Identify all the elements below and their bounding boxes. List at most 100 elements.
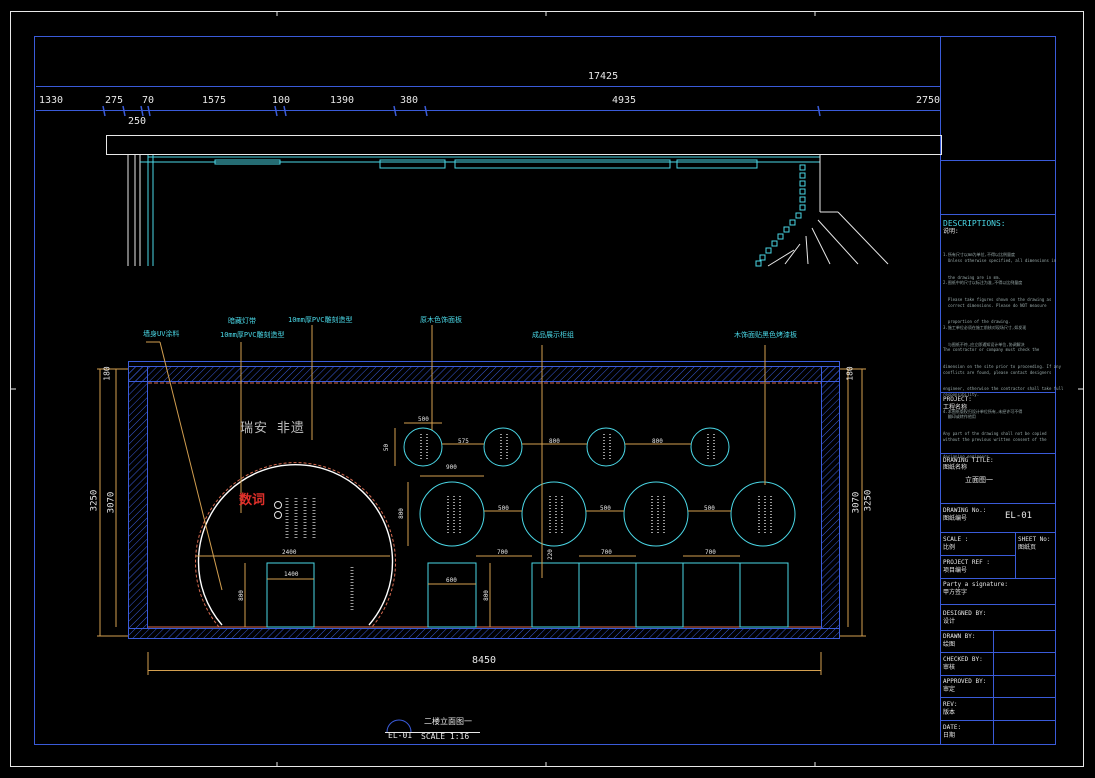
large-circle-row	[419, 481, 796, 547]
approved-sub: 审定	[943, 686, 956, 693]
dim-top-band-right: 180	[845, 366, 855, 381]
dim-seg-3: 70	[142, 95, 155, 106]
scale-label: SCALE :	[943, 536, 969, 543]
drawing-title-value: 图纸名称	[943, 464, 968, 471]
dim-height-outer-left: 3250	[89, 489, 100, 512]
small-circle-row	[403, 427, 730, 467]
dim-500-mid2: 500	[600, 505, 611, 512]
date-sub: 日期	[943, 732, 956, 739]
party-sub: 甲方签字	[943, 589, 968, 596]
drawing-no-label: DRAWING No.:	[943, 507, 987, 514]
dim-500-mid3: 500	[704, 505, 715, 512]
drawing-no-value: EL-01	[1005, 511, 1033, 521]
callout-1: 墙身UV涂料	[143, 330, 180, 338]
arch-circle	[195, 462, 396, 628]
dim-600: 600	[446, 577, 457, 584]
view-tag-label: EL-01	[388, 731, 413, 740]
dim-220: 220	[546, 549, 554, 560]
dim-height-outer-right: 3250	[863, 489, 874, 512]
leader-lines	[146, 325, 766, 591]
dim-seg-9: 2750	[916, 95, 941, 106]
top-dimension-ticks	[102, 105, 821, 117]
drawn-sub: 绘图	[943, 641, 956, 648]
dim-2400: 2400	[282, 549, 297, 556]
checked-label: CHECKED BY:	[943, 656, 983, 663]
cabinet-dims	[267, 555, 740, 627]
large-circle-text	[447, 496, 772, 534]
sheet-sub: 图纸页	[1018, 544, 1037, 551]
desc-header: DESCRIPTIONS:	[943, 219, 1006, 228]
top-dimension-lines	[36, 86, 940, 111]
bottom-dimension	[147, 652, 822, 675]
dim-800b: 800	[652, 438, 663, 445]
view-tag	[385, 719, 480, 733]
title-block-frame	[940, 36, 1056, 745]
small-circle-text	[420, 434, 715, 460]
dim-seg-7: 380	[400, 95, 419, 106]
drawn-label: DRAWN BY:	[943, 633, 976, 640]
dim-seg-5: 100	[272, 95, 291, 106]
dim-total: 17425	[588, 71, 619, 82]
circle-title-text: 数词	[239, 493, 266, 508]
dim-seg-1: 1330	[39, 95, 64, 106]
dim-seg-4: 1575	[202, 95, 227, 106]
elevation-walls	[128, 361, 840, 639]
desc-sub: 说明:	[943, 228, 959, 235]
party-label: Party a signature:	[943, 581, 1009, 588]
callout-4: 10mm厚PVC雕刻造型	[288, 316, 353, 324]
dim-800-v2: 800	[482, 590, 490, 601]
dim-seg-6: 1390	[330, 95, 355, 106]
dim-seg-8: 4935	[612, 95, 637, 106]
dim-700a: 700	[497, 549, 508, 556]
project-value: 工程名称	[943, 404, 968, 411]
dim-800-v: 800	[237, 590, 245, 601]
dim-top-band-left: 180	[102, 366, 112, 381]
dim-seg-2: 275	[105, 95, 124, 106]
dim-575: 575	[458, 438, 469, 445]
view-title: 二楼立面图一	[424, 717, 472, 726]
rev-label: REV:	[943, 701, 958, 708]
project-ref-label: PROJECT REF :	[943, 559, 990, 566]
approved-label: APPROVED BY:	[943, 678, 987, 685]
dim-height-inner-left: 3070	[106, 491, 117, 514]
dim-500-mid1: 500	[498, 505, 509, 512]
callout-3: 10mm厚PVC雕刻造型	[220, 331, 285, 339]
large-circle-dims	[407, 475, 731, 546]
checked-sub: 审核	[943, 664, 956, 671]
dim-700b: 700	[601, 549, 612, 556]
drawing-no-sub: 图纸编号	[943, 515, 968, 522]
callout-7: 木饰面贴黑色烤漆板	[734, 331, 797, 339]
view-scale: SCALE 1:16	[421, 732, 470, 741]
dim-bottom-total: 8450	[472, 655, 497, 666]
drawing-title-label: DRAWING TITLE:	[943, 457, 994, 464]
dim-700c: 700	[705, 549, 716, 556]
project-ref-sub: 项目编号	[943, 567, 968, 574]
small-circle-dims	[394, 422, 691, 466]
dim-900: 900	[446, 464, 457, 471]
ceiling-section	[106, 135, 942, 267]
drawing-title-main: 立面图一	[965, 476, 993, 484]
dim-1400: 1400	[284, 571, 299, 578]
display-cabinets	[427, 562, 789, 628]
dim-height-inner-right: 3070	[851, 491, 862, 514]
dim-800a: 800	[549, 438, 560, 445]
designed-sub: 设计	[943, 618, 956, 625]
callout-6: 成品展示柜组	[532, 331, 574, 339]
callout-5: 原木色饰面板	[420, 316, 462, 324]
side-dimension-lines	[97, 368, 866, 637]
callout-2: 暗藏灯带	[228, 317, 256, 325]
date-label: DATE:	[943, 724, 962, 731]
wall-feature-text: 瑞安 非遗	[240, 421, 305, 436]
rev-sub: 版本	[943, 709, 956, 716]
scale-sub: 比例	[943, 544, 956, 551]
frame-ticks	[10, 11, 1084, 767]
project-label: PROJECT:	[943, 396, 972, 403]
designed-label: DESIGNED BY:	[943, 610, 987, 617]
desc-body: 1.所有尺寸以mm为单位,不得以比例量度 Unless otherwise sp…	[943, 252, 1064, 459]
sheet-label: SHEET No:	[1018, 536, 1051, 543]
dim-below: 250	[128, 116, 147, 127]
dim-50: 50	[383, 443, 391, 452]
dim-800-vl: 800	[397, 508, 405, 519]
dim-500-top: 500	[418, 416, 429, 423]
